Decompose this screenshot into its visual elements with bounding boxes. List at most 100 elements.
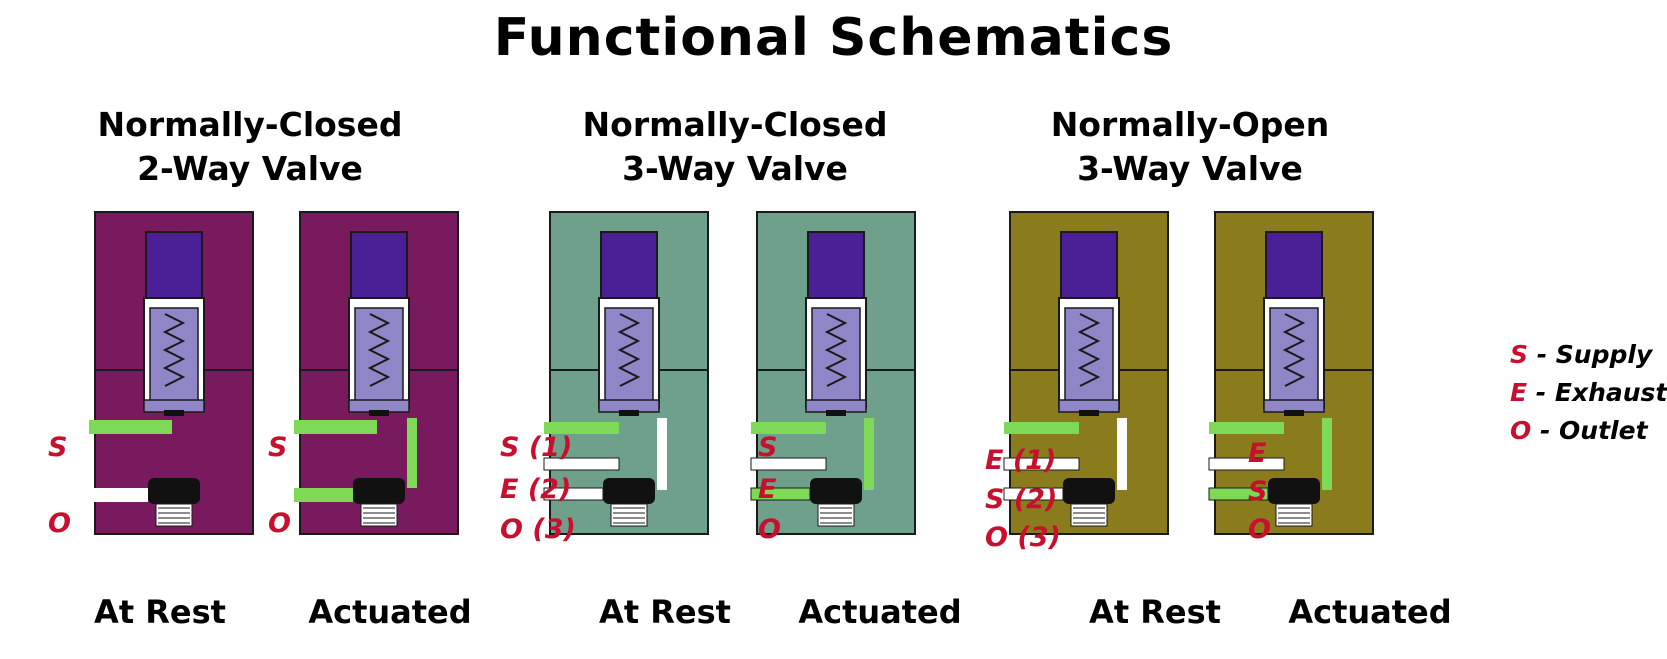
plunger xyxy=(354,307,404,405)
state-label-actuated: Actuated xyxy=(1288,593,1452,631)
group-title-nc-2way: Normally-Closed 2-Way Valve xyxy=(60,103,440,191)
flow-passage-1 xyxy=(751,422,826,434)
flow-passage-1 xyxy=(1004,422,1079,434)
flow-passage-outlet xyxy=(294,488,353,502)
group-title-line1: Normally-Closed xyxy=(582,105,888,144)
poppet-spring xyxy=(155,503,193,527)
state-label-at-rest: At Rest xyxy=(94,593,226,631)
solenoid-coil xyxy=(350,231,408,299)
poppet xyxy=(603,478,655,504)
poppet xyxy=(1063,478,1115,504)
plunger xyxy=(811,307,861,405)
port-label: O xyxy=(48,508,71,539)
plunger-seal xyxy=(1079,410,1099,416)
legend-text: - Supply xyxy=(1528,340,1653,369)
group-title-line1: Normally-Open xyxy=(1050,105,1330,144)
spring-icon xyxy=(162,313,186,387)
poppet xyxy=(353,478,405,504)
state-label-actuated: Actuated xyxy=(798,593,962,631)
spring-icon xyxy=(367,313,391,387)
group-title-line2: 3-Way Valve xyxy=(1077,149,1303,188)
plunger xyxy=(604,307,654,405)
plunger xyxy=(1269,307,1319,405)
port-label: S xyxy=(1248,476,1268,507)
state-label-actuated: Actuated xyxy=(308,593,472,631)
port-label: S (2) xyxy=(985,484,1058,515)
poppet-spring xyxy=(1275,503,1313,527)
flow-passage-2 xyxy=(750,457,827,471)
port-label: E (1) xyxy=(985,445,1057,476)
state-label-at-rest: At Rest xyxy=(1089,593,1221,631)
port-label: O xyxy=(268,508,291,539)
port-label: S (1) xyxy=(500,432,573,463)
legend-item-outlet: O - Outlet xyxy=(1510,416,1648,445)
group-title-line2: 3-Way Valve xyxy=(622,149,848,188)
flow-passage-supply xyxy=(294,420,377,434)
poppet-spring xyxy=(817,503,855,527)
flow-passage-3 xyxy=(1003,487,1064,501)
port-label: S xyxy=(758,432,778,463)
flow-passage-1 xyxy=(544,422,619,434)
legend-item-supply: S - Supply xyxy=(1510,340,1652,369)
legend-key: S xyxy=(1510,340,1529,369)
flow-passage-outlet xyxy=(89,488,148,502)
port-label: E xyxy=(1248,438,1267,469)
plunger-seal xyxy=(164,410,184,416)
plunger-seal xyxy=(826,410,846,416)
flow-passage-supply xyxy=(89,420,172,434)
port-label: O xyxy=(758,514,781,545)
solenoid-coil xyxy=(145,231,203,299)
flow-passage-1 xyxy=(1209,422,1284,434)
flow-passage-2 xyxy=(543,457,620,471)
plunger xyxy=(149,307,199,405)
solenoid-coil xyxy=(1060,231,1118,299)
port-label: S xyxy=(268,432,288,463)
plunger-seal xyxy=(619,410,639,416)
group-title-line1: Normally-Closed xyxy=(97,105,403,144)
spring-icon xyxy=(617,313,641,387)
flow-passage-2 xyxy=(1003,457,1080,471)
port-label: S xyxy=(48,432,68,463)
poppet xyxy=(1268,478,1320,504)
flow-passage-3 xyxy=(543,487,604,501)
port-label: O (3) xyxy=(500,514,576,545)
plunger xyxy=(1064,307,1114,405)
port-label: E (2) xyxy=(500,474,572,505)
flow-passage-riser xyxy=(864,418,874,490)
state-label-at-rest: At Rest xyxy=(599,593,731,631)
legend-text: - Outlet xyxy=(1531,416,1648,445)
poppet xyxy=(148,478,200,504)
solenoid-coil xyxy=(600,231,658,299)
poppet-spring xyxy=(610,503,648,527)
poppet xyxy=(810,478,862,504)
port-label: O xyxy=(1248,514,1271,545)
solenoid-coil xyxy=(807,231,865,299)
spring-icon xyxy=(1282,313,1306,387)
flow-passage-3 xyxy=(750,487,811,501)
spring-icon xyxy=(1077,313,1101,387)
flow-passage-riser xyxy=(1117,418,1127,490)
plunger-seal xyxy=(1284,410,1304,416)
legend-text: - Exhaust xyxy=(1527,378,1667,407)
port-label: E xyxy=(758,474,777,505)
port-label: O (3) xyxy=(985,522,1061,553)
group-title-nc-3way: Normally-Closed 3-Way Valve xyxy=(545,103,925,191)
group-title-no-3way: Normally-Open 3-Way Valve xyxy=(1000,103,1380,191)
solenoid-coil xyxy=(1265,231,1323,299)
flow-passage-3 xyxy=(1208,487,1269,501)
flow-passage-2 xyxy=(1208,457,1285,471)
group-title-line2: 2-Way Valve xyxy=(137,149,363,188)
plunger-seal xyxy=(369,410,389,416)
flow-passage-riser xyxy=(407,418,417,488)
page-title: Functional Schematics xyxy=(493,8,1174,68)
poppet-spring xyxy=(1070,503,1108,527)
poppet-spring xyxy=(360,503,398,527)
legend-item-exhaust: E - Exhaust xyxy=(1510,378,1667,407)
legend-key: O xyxy=(1510,416,1532,445)
flow-passage-riser xyxy=(657,418,667,490)
flow-passage-riser xyxy=(1322,418,1332,490)
legend-key: E xyxy=(1510,378,1528,407)
spring-icon xyxy=(824,313,848,387)
